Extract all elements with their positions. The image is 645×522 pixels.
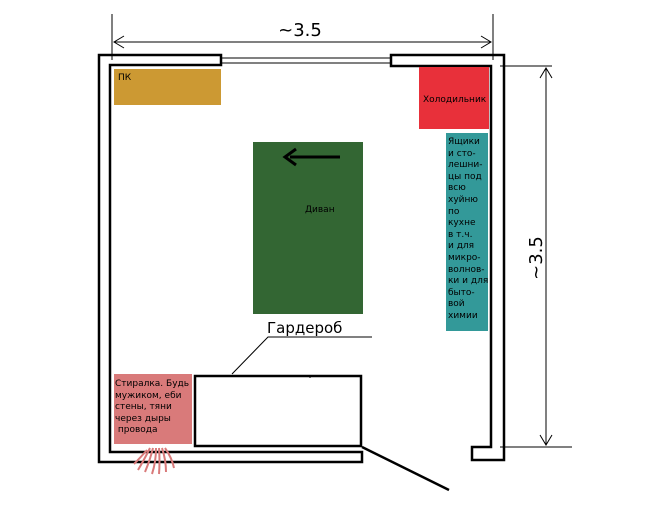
wardrobe bbox=[193, 374, 363, 448]
fridge bbox=[419, 67, 489, 129]
washer bbox=[114, 374, 192, 444]
fridge-label: Холодильник bbox=[423, 95, 487, 105]
dim-right-label: ~3.5 bbox=[526, 236, 547, 280]
sofa bbox=[253, 142, 363, 314]
wardrobe-label: Гардероб bbox=[267, 319, 342, 337]
dim-top-arrow-right bbox=[480, 35, 492, 49]
sofa-arrow-head bbox=[282, 147, 297, 167]
wires-bundle bbox=[133, 447, 175, 475]
washer-label: Стиралка. Будь мужиком, еби стены, тяни … bbox=[115, 379, 190, 436]
shelves bbox=[446, 133, 488, 331]
dim-right-arrow-bottom bbox=[539, 434, 553, 446]
wardrobe-leader bbox=[231, 336, 372, 375]
dim-top-label: ~3.5 bbox=[278, 20, 322, 41]
shelves-label: Ящики и сто- лешни- цы под всю хуйню по … bbox=[448, 137, 489, 321]
pc-label: ПК bbox=[118, 73, 132, 83]
sofa-label: Диван bbox=[305, 205, 335, 215]
dim-right-arrow-top bbox=[539, 67, 553, 79]
dim-top-arrow-left bbox=[113, 35, 125, 49]
door-leaf bbox=[361, 445, 450, 492]
pc-desk bbox=[114, 69, 221, 105]
window bbox=[220, 57, 392, 64]
wall-top-right bbox=[389, 53, 506, 462]
